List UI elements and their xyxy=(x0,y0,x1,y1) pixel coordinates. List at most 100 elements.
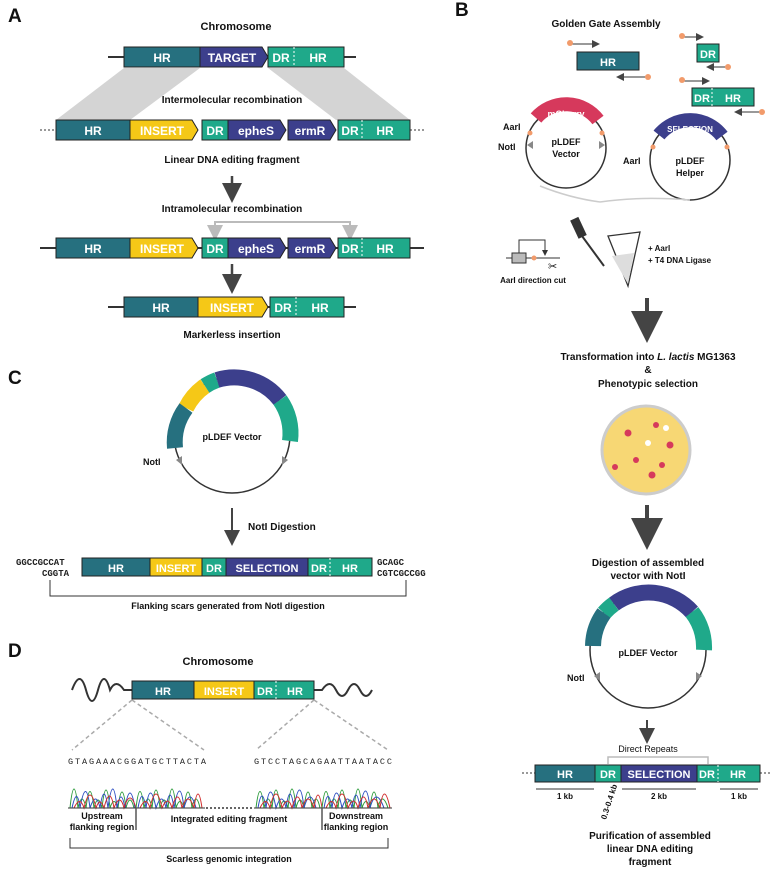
panel-c-letter: C xyxy=(8,368,22,389)
direct-repeats-label: Direct Repeats xyxy=(618,744,678,754)
hr-label: HR xyxy=(309,51,327,65)
recombination-cone-left xyxy=(56,68,200,120)
hr-label: HR xyxy=(155,686,171,698)
left-scar-top: GGCCGCCAT xyxy=(16,558,65,568)
pldef-helper-plasmid: SELECTION pLDEF Helper xyxy=(649,113,731,201)
helper-name-line2: Helper xyxy=(676,168,705,178)
upstream-label-line2: flanking region xyxy=(70,822,135,832)
chromatogram-left xyxy=(68,788,205,810)
dr-part: DR xyxy=(679,33,731,71)
chromatogram-right xyxy=(254,788,392,810)
right-scar-bottom: CGTCGCCGG xyxy=(377,569,426,579)
sequence-right: GTCCTAGCAGAATTAATACC xyxy=(254,757,392,767)
noti-label: NotI xyxy=(143,457,161,467)
purification-label-line2: linear DNA editing xyxy=(607,844,693,855)
downstream-label: Downstream xyxy=(329,811,383,821)
phenotypic-label: Phenotypic selection xyxy=(598,379,698,390)
recombination-cone-right xyxy=(268,68,410,120)
aari-cut-icon: ✂ xyxy=(506,239,560,273)
selection-label: SELECTION xyxy=(628,769,691,781)
purification-label: Purification of assembled xyxy=(589,831,711,842)
dr-label: DR xyxy=(341,242,359,256)
upstream-label: Upstream xyxy=(81,811,123,821)
scarless-bracket xyxy=(69,838,389,849)
hr-label: HR xyxy=(108,563,124,575)
intermolecular-label: Intermolecular recombination xyxy=(162,95,303,106)
hr-label: HR xyxy=(152,301,170,315)
hr-label: HR xyxy=(153,51,171,65)
helper-name: pLDEF xyxy=(676,156,705,166)
transformation-label: Transformation into L. lactis MG1363 xyxy=(560,352,735,363)
integrated-label: Integrated editing fragment xyxy=(171,814,288,824)
mcherry-label: mCherry xyxy=(547,109,584,119)
purification-label-line3: fragment xyxy=(629,857,672,868)
scar-bracket xyxy=(49,580,407,597)
hr-part: HR xyxy=(567,40,651,81)
scarless-label: Scarless genomic integration xyxy=(166,854,292,864)
hr-label: HR xyxy=(287,686,303,698)
ephes-label: epheS xyxy=(238,242,274,256)
noti-label: NotI xyxy=(498,142,516,152)
enzyme-ligase: + T4 DNA Ligase xyxy=(648,256,712,265)
dr-label: DR xyxy=(311,563,327,575)
aari-label: AarI xyxy=(503,122,521,132)
hr-label: HR xyxy=(84,242,102,256)
ermr-label: ermR xyxy=(295,124,326,138)
scale-2kb: 2 kb xyxy=(651,792,667,801)
intramolecular-label: Intramolecular recombination xyxy=(162,204,303,215)
insert-label: INSERT xyxy=(140,242,185,256)
integrated-construct: HR INSERT DR epheS ermR DR HR xyxy=(55,237,411,259)
scale-1kb: 1 kb xyxy=(557,792,573,801)
selection-label: SELECTION xyxy=(667,125,713,134)
panel-b-letter: B xyxy=(455,0,469,21)
digestion-label: Digestion of assembled xyxy=(592,558,704,569)
scars-label: Flanking scars generated from NotI diges… xyxy=(131,601,325,611)
digestion-label-line2: vector with NotI xyxy=(610,571,685,582)
vector-name-line2: Vector xyxy=(552,149,580,159)
insert-label: INSERT xyxy=(204,686,245,698)
hr-label: HR xyxy=(725,93,741,105)
pldef-vector-plasmid: mCherry pLDEF Vector xyxy=(525,97,607,189)
chromosome-title: Chromosome xyxy=(201,21,272,33)
agar-plate xyxy=(600,404,692,496)
ermr-label: ermR xyxy=(295,242,326,256)
chromosome-construct: HR TARGET DR HR xyxy=(123,46,345,68)
pldef-vector-c: pLDEF Vector xyxy=(166,369,299,494)
dr-label: DR xyxy=(206,124,224,138)
enzyme-aari: + AarI xyxy=(648,244,670,253)
noti-label: NotI xyxy=(567,673,585,683)
insert-label: INSERT xyxy=(156,563,197,575)
golden-gate-title: Golden Gate Assembly xyxy=(551,19,661,30)
final-linear-fragment: HR DR SELECTION DR HR xyxy=(534,764,761,783)
aari-label: AarI xyxy=(623,156,641,166)
insert-label: INSERT xyxy=(210,301,255,315)
ephes-label: epheS xyxy=(238,124,274,138)
dr-label: DR xyxy=(274,301,292,315)
panel-c: C pLDEF Vector NotI NotI Digestion GGCCG… xyxy=(8,368,426,611)
chromosome-title: Chromosome xyxy=(183,656,254,668)
hr-label: HR xyxy=(84,124,102,138)
hr-label: HR xyxy=(376,242,394,256)
vector-name: pLDEF xyxy=(552,137,581,147)
assembled-vector: pLDEF Vector xyxy=(585,584,713,709)
dr-label: DR xyxy=(699,769,715,781)
dr-label: DR xyxy=(206,242,224,256)
noti-digestion-label: NotI Digestion xyxy=(248,522,316,533)
panel-a: A Chromosome HR TARGET DR HR Intermolecu… xyxy=(8,6,424,341)
markerless-label: Markerless insertion xyxy=(183,330,280,341)
aari-cut-label: AarI direction cut xyxy=(500,276,566,285)
hr-label: HR xyxy=(730,769,746,781)
hr-label: HR xyxy=(557,769,573,781)
hr-label: HR xyxy=(376,124,394,138)
panel-b: B Golden Gate Assembly HR DR DR HR xyxy=(455,0,772,868)
scale-dr: 0.3-0.4 kb xyxy=(599,783,619,821)
tube-icon xyxy=(570,216,641,289)
dr-label: DR xyxy=(206,563,222,575)
panel-a-letter: A xyxy=(8,6,22,27)
right-scar-top: GCAGC xyxy=(377,558,405,568)
recombination-bracket xyxy=(214,221,351,232)
dr-label: DR xyxy=(600,769,616,781)
c-linear-fragment: HR INSERT DR SELECTION DR HR xyxy=(81,557,373,577)
sequence-left: GTAGAAACGGATGCTTACTA xyxy=(68,757,207,767)
